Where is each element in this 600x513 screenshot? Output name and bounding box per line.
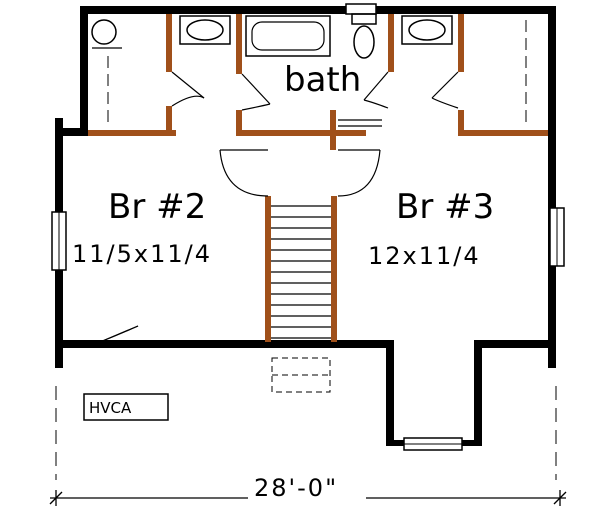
stair-below-dashed — [271, 357, 331, 393]
windows — [51, 3, 565, 451]
stair-treads — [271, 205, 331, 339]
knee-wall-lines — [55, 386, 557, 480]
interior-partitions — [88, 14, 548, 342]
br3-label: Br #3 — [396, 187, 494, 227]
bath-label: bath — [284, 60, 361, 100]
closet-rods — [107, 20, 527, 124]
br2-label: Br #2 — [108, 187, 206, 227]
doors — [99, 71, 459, 343]
overall-width-label: 28'-0" — [254, 474, 338, 502]
hvac-label: HVCA — [89, 399, 132, 417]
br3-dimensions: 12x11/4 — [368, 242, 481, 270]
hvac-box — [83, 393, 169, 421]
plumbing-fixtures — [91, 13, 453, 59]
br2-dimensions: 11/5x11/4 — [72, 240, 212, 268]
